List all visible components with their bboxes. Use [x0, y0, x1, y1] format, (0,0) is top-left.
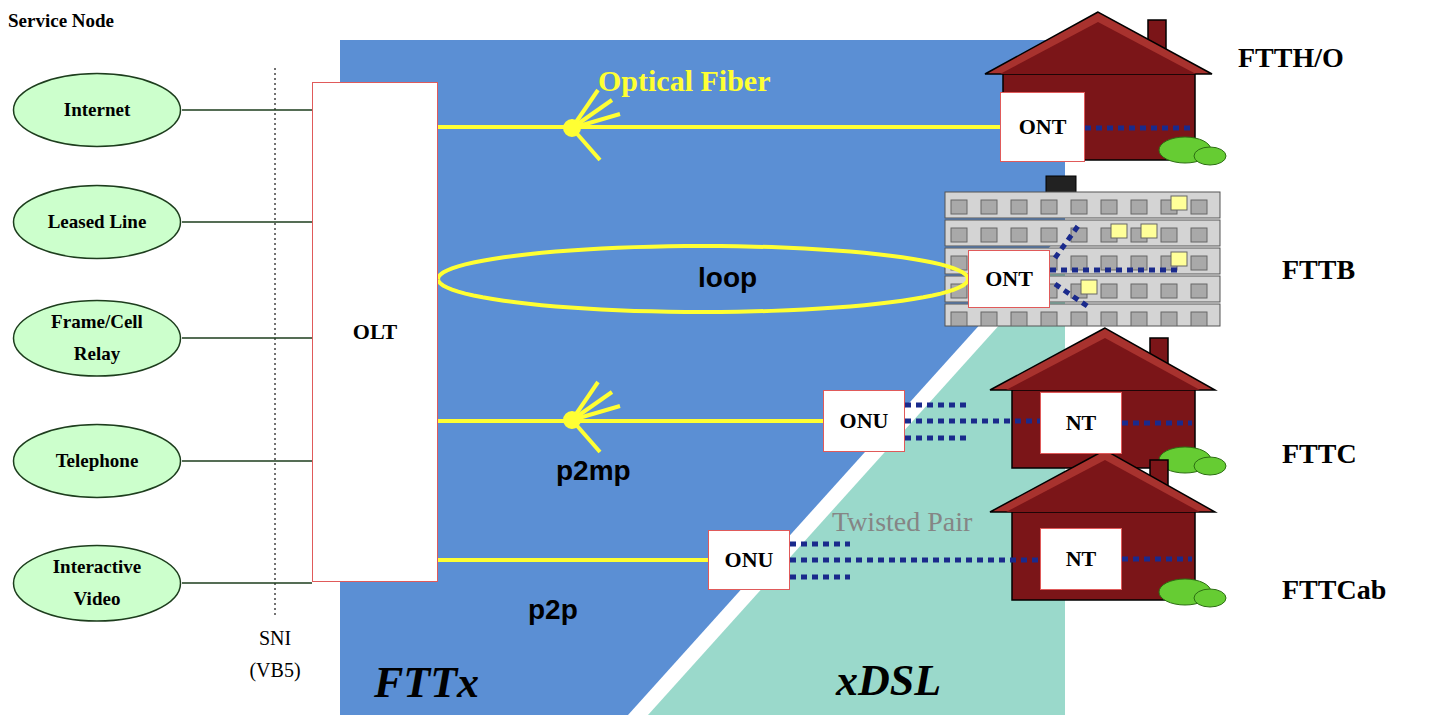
- service-link: [182, 582, 312, 584]
- node-text: Leased Line: [48, 208, 147, 237]
- optical-fiber: [438, 419, 823, 423]
- edge-label: loop: [698, 262, 757, 294]
- node-text: Frame/Cell Relay: [42, 306, 152, 371]
- onu-box: ONU: [823, 390, 905, 452]
- access-type-label: FTTCab: [1282, 568, 1386, 613]
- region-label: xDSL: [836, 646, 941, 715]
- service-link: [182, 221, 312, 223]
- interface-label: SNI (VB5): [240, 622, 310, 686]
- node-text: Internet: [64, 96, 130, 125]
- ellipse-shape: [14, 545, 181, 621]
- copper-wiring: [790, 128, 1192, 577]
- service-node-ellipse: Frame/Cell Relay: [12, 299, 182, 378]
- access-type-label: FTTH/O: [1238, 36, 1344, 81]
- node-text: ONU: [725, 547, 774, 573]
- node-text: ONT: [1019, 114, 1067, 140]
- service-link: [182, 109, 312, 111]
- onu-box: ONU: [708, 530, 790, 590]
- service-node-ellipse: Leased Line: [12, 184, 182, 260]
- node-text: ONT: [985, 266, 1033, 292]
- medium-label: Twisted Pair: [832, 500, 972, 545]
- node-text: ONU: [840, 408, 889, 434]
- ellipse-outline: [12, 299, 182, 378]
- ellipse-outline: [12, 544, 182, 623]
- ellipse-shape: [14, 74, 181, 147]
- edge-label: p2p: [528, 594, 578, 626]
- ellipse-shape: [14, 186, 181, 259]
- service-node-ellipse: Telephone: [12, 423, 182, 499]
- service-node-ellipse: Interactive Video: [12, 544, 182, 623]
- sni-reference-line: [274, 68, 276, 615]
- ont-box: ONT: [968, 250, 1050, 308]
- twisted-pair-line: [790, 558, 1040, 563]
- optical-splitter: [565, 382, 620, 452]
- optical-fiber: [438, 558, 708, 562]
- service-link: [182, 460, 312, 462]
- node-text: NT: [1066, 410, 1097, 436]
- edge-label: p2mp: [556, 455, 631, 487]
- house: [985, 12, 1226, 165]
- node-text: OLT: [353, 319, 397, 345]
- access-type-label: FTTB: [1282, 248, 1355, 293]
- ellipse-shape: [14, 425, 181, 498]
- node-text: Telephone: [56, 447, 139, 476]
- house: [990, 328, 1226, 475]
- node-text: NT: [1066, 546, 1097, 572]
- nt-box: NT: [1040, 392, 1122, 454]
- ont-box: ONT: [1000, 92, 1085, 162]
- ellipse-shape: [14, 300, 181, 376]
- node-text: Interactive Video: [35, 551, 160, 616]
- access-type-label: FTTC: [1282, 432, 1357, 477]
- edge-label: Optical Fiber: [598, 64, 770, 98]
- fttx-region: [340, 40, 1065, 715]
- olt-box: OLT: [312, 82, 438, 582]
- region-label: FTTx: [374, 648, 479, 715]
- service-link: [182, 337, 312, 339]
- twisted-pair-line: [905, 419, 1040, 424]
- service-node-ellipse: Internet: [12, 72, 182, 148]
- optical-fiber: [438, 125, 1000, 129]
- optical-fiber: [438, 246, 968, 312]
- house: [990, 450, 1226, 607]
- apartment-building: [945, 176, 1220, 326]
- section-heading: Service Node: [8, 6, 114, 36]
- nt-box: NT: [1040, 528, 1122, 590]
